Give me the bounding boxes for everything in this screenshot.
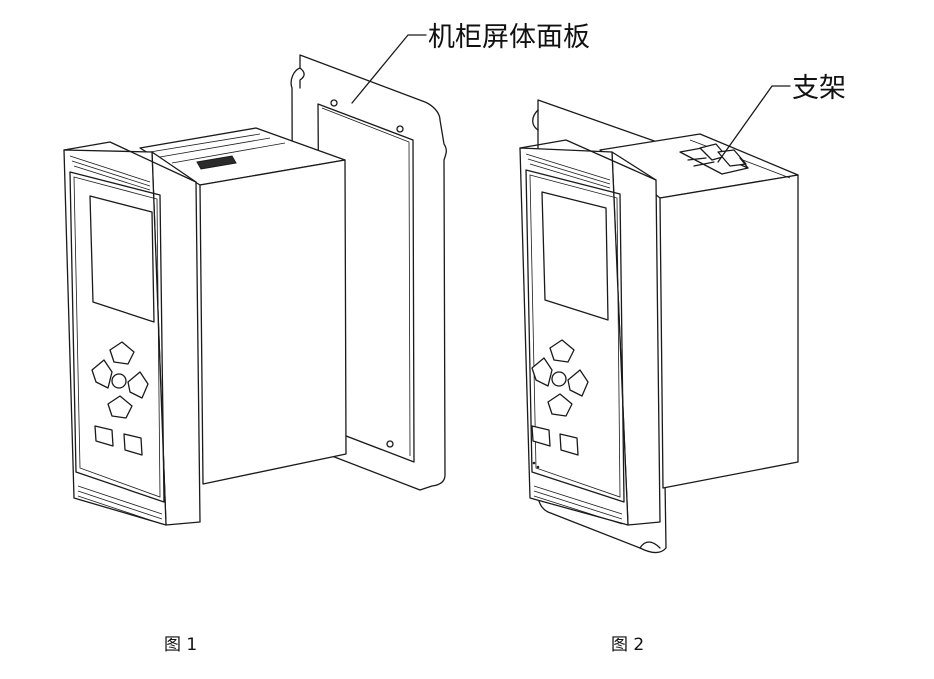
bracket xyxy=(679,143,749,175)
key-enter xyxy=(111,373,127,389)
key-b-2 xyxy=(559,433,579,456)
key-right xyxy=(127,371,149,399)
key-a xyxy=(94,425,114,447)
key-a-2 xyxy=(531,425,551,447)
mount-hole xyxy=(396,125,404,133)
callout-bracket: 支架 xyxy=(717,73,846,163)
key-down-2 xyxy=(547,393,573,417)
lcd-screen xyxy=(89,195,155,323)
key-up xyxy=(109,341,135,365)
lcd-screen-2 xyxy=(541,191,609,321)
key-right-2 xyxy=(567,369,589,397)
callout-panel: 机柜屏体面板 xyxy=(351,22,590,104)
keypad xyxy=(91,341,149,456)
keypad-2 xyxy=(531,339,589,469)
label-cabinet-panel: 机柜屏体面板 xyxy=(428,22,590,53)
key-left-2 xyxy=(531,357,553,387)
key-b xyxy=(123,433,143,456)
mount-hole xyxy=(386,440,394,448)
label-bracket: 支架 xyxy=(792,73,846,104)
caption-figure-1: 图 1 xyxy=(164,635,197,655)
key-left xyxy=(91,359,113,389)
caption-figure-2: 图 2 xyxy=(611,635,644,655)
mount-hole xyxy=(330,99,338,107)
device-body-side xyxy=(199,159,347,485)
device-body-side-2 xyxy=(659,174,799,489)
figure-2 xyxy=(519,99,799,554)
key-up-2 xyxy=(549,339,575,363)
key-down xyxy=(107,395,133,419)
vent-grille xyxy=(196,155,237,170)
key-enter-2 xyxy=(551,371,567,387)
figure-1 xyxy=(63,54,447,526)
